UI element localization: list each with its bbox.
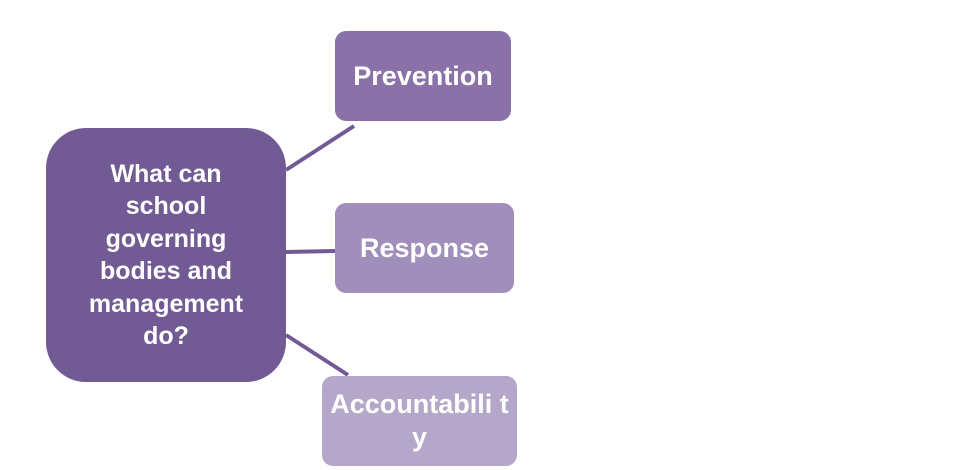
central-question-node: What can school governing bodies and man… bbox=[46, 128, 286, 382]
accountability-node: Accountabili ty bbox=[322, 376, 517, 466]
connector-prevention bbox=[284, 124, 356, 172]
connector-accountability bbox=[284, 333, 350, 377]
central-question-label: What can school governing bodies and man… bbox=[88, 159, 244, 351]
connector-response bbox=[285, 249, 336, 254]
prevention-node: Prevention bbox=[335, 31, 511, 121]
prevention-label: Prevention bbox=[353, 60, 493, 91]
response-label: Response bbox=[359, 232, 490, 263]
accountability-label: Accountabili ty bbox=[330, 389, 509, 452]
response-node: Response bbox=[335, 203, 514, 293]
